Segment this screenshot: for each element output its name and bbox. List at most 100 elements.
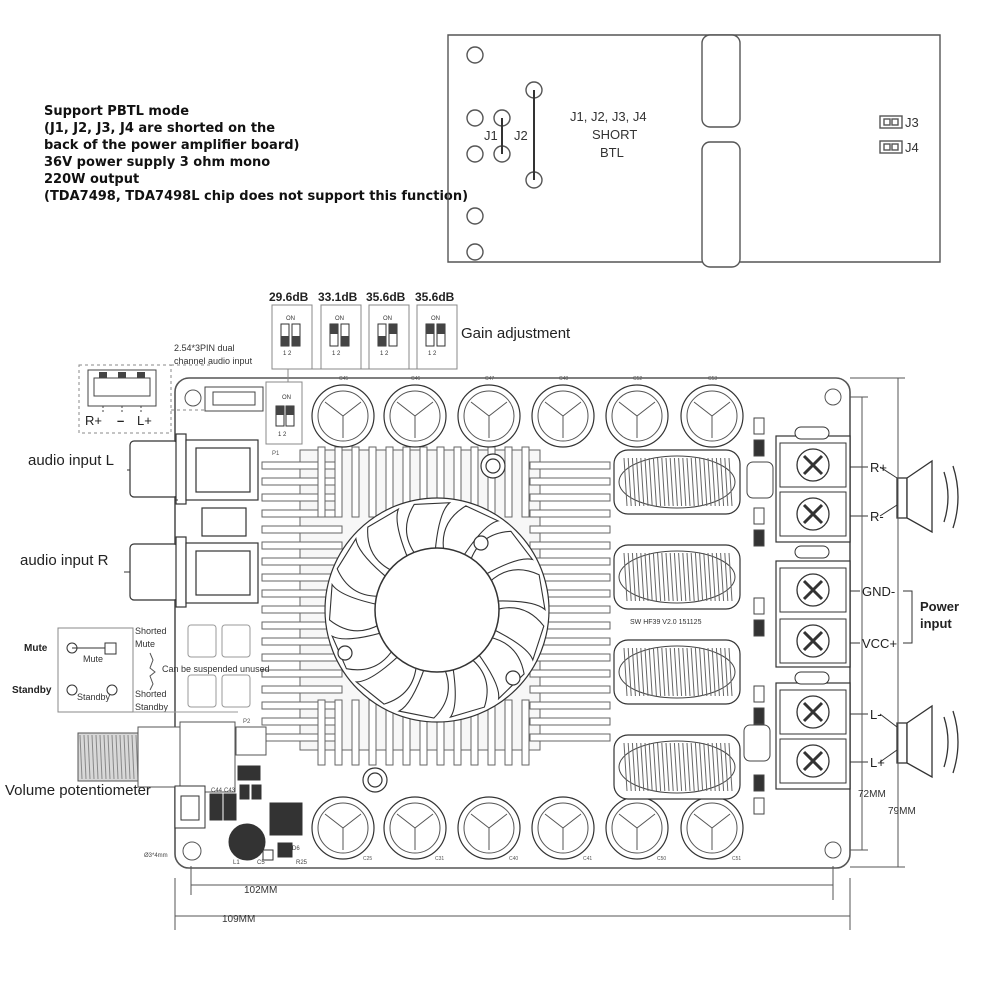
knurl-line [91, 734, 95, 780]
inductor-winding [648, 552, 653, 602]
switch-pin-label: 1 2 [428, 351, 437, 357]
inductor-winding [686, 552, 691, 602]
knurl-line [103, 734, 107, 780]
inductor-winding [715, 552, 720, 602]
inductor-winding [694, 457, 699, 507]
switch-knob [389, 324, 397, 334]
switch-knob [437, 324, 445, 334]
c43-cap [223, 793, 237, 821]
inductor-winding [720, 552, 725, 602]
heatsink-fin [351, 446, 360, 518]
inductor-winding [699, 457, 704, 507]
mount-hole [824, 841, 842, 859]
btl-panel-labels: J1 J2 J1, J2, J3, J4 SHORT BTL J3 J4 [484, 109, 919, 160]
inductor-winding [652, 742, 657, 792]
heatsink-fin [529, 477, 611, 486]
mute-pad [104, 642, 117, 655]
header-pin-label: R+ [85, 413, 102, 428]
j2-label: J2 [514, 128, 528, 143]
smd-part [753, 685, 765, 703]
inductor-winding [728, 742, 733, 792]
smd-part [251, 784, 262, 800]
btl-slot [701, 34, 741, 128]
jack-r-inner [195, 550, 251, 596]
leader-line [879, 504, 898, 517]
inductor-winding [682, 457, 687, 507]
j3-pad [879, 115, 903, 129]
dim-109mm-label: 109MM [222, 914, 255, 925]
knurl-line [111, 734, 115, 780]
inductor-winding [665, 742, 670, 792]
inductor-winding [657, 647, 662, 697]
terminal-tab [794, 545, 830, 559]
note-line: 220W output [44, 172, 140, 187]
capacitor-label: C46 [411, 376, 420, 382]
inductor-winding [699, 647, 704, 697]
dimension-lines [174, 377, 905, 930]
j3-pin [883, 118, 891, 126]
header-pin [99, 372, 107, 378]
smd-module [743, 724, 771, 762]
inductor-winding [665, 457, 670, 507]
inductor-winding [631, 457, 636, 507]
heatsink-fin [385, 446, 394, 518]
capacitor-label: C47 [485, 376, 494, 382]
power-header-inner [180, 795, 200, 821]
capacitor-vent [470, 401, 508, 438]
sound-wave [943, 471, 949, 523]
inductors [613, 449, 741, 800]
btl-short-text: J1, J2, J3, J4 [570, 109, 647, 124]
screw-slot [802, 630, 824, 652]
heatsink-fin [261, 557, 343, 566]
heatsink-fin [261, 701, 343, 710]
heatsink-fin [529, 701, 611, 710]
pad-hole [466, 207, 484, 225]
fan-blade [336, 537, 389, 597]
board-model-label: SW HF39 V2.0 151125 [630, 619, 702, 626]
jumper-pad [187, 674, 217, 708]
capacitor-vent [618, 401, 656, 438]
heatsink-fin [334, 446, 343, 518]
inductor-winding [699, 742, 704, 792]
fan-screw [505, 670, 521, 686]
heatsink-fin [261, 685, 343, 694]
capacitor-vent [324, 813, 362, 850]
gain-value: 29.6dB [269, 290, 309, 304]
p2-label: P2 [243, 719, 251, 725]
leader-line [879, 749, 898, 763]
c44-label: C44 [211, 788, 223, 794]
gain-value: 33.1dB [318, 290, 358, 304]
capacitor-vent [544, 401, 582, 438]
jack-l-body [129, 440, 179, 498]
note-line: (TDA7498, TDA7498L chip does not support… [44, 189, 469, 204]
inductor-winding [711, 457, 716, 507]
heatsink-fin [529, 653, 611, 662]
capacitor-label: C51 [732, 856, 741, 862]
heatsink-fin [261, 461, 343, 470]
mount-hole [824, 388, 842, 406]
mute-label: Mute [24, 643, 48, 654]
knurl-line [115, 734, 119, 780]
inner-mute-label: Mute [83, 654, 103, 664]
switch-knob [330, 324, 338, 334]
left-labels: audio input L audio input R Volume poten… [5, 452, 151, 799]
terminal-tab [794, 426, 830, 440]
inductor-winding [724, 457, 729, 507]
capacitor-vent [396, 813, 434, 850]
heatsink-fin [529, 525, 611, 534]
fan-blade [442, 505, 500, 559]
dimension-labels: 102MM 109MM 72MM 79MM [222, 789, 916, 925]
inductor-winding [636, 742, 641, 792]
inductor-winding [724, 552, 729, 602]
inductor-winding [673, 552, 678, 602]
p1-label: P1 [272, 451, 280, 457]
fan-blade [328, 582, 382, 632]
capacitor-label: C25 [363, 856, 372, 862]
knurl-line [79, 734, 83, 780]
inductor-winding [636, 457, 641, 507]
leader-line [879, 466, 898, 479]
heatsink-fin [317, 446, 326, 518]
screw-slot [802, 579, 824, 601]
